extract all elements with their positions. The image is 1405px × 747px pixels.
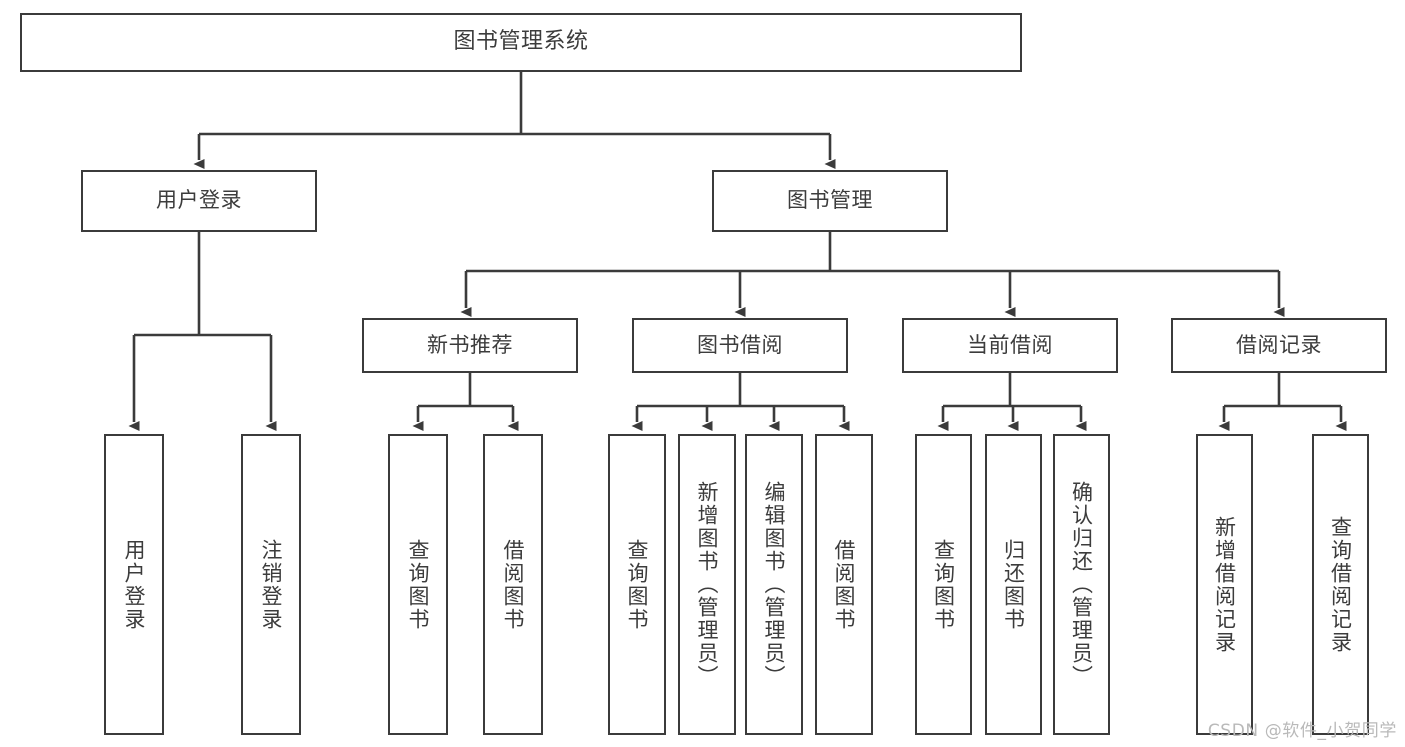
leaf-label: 编辑图书（管理员）: [762, 481, 787, 688]
leaf-label: 借阅图书: [501, 538, 526, 631]
leaf-current-return-book[interactable]: 归还图书: [985, 434, 1042, 735]
leaf-label: 归还图书: [1001, 538, 1026, 631]
leaf-records-query-record[interactable]: 查询借阅记录: [1312, 434, 1369, 735]
watermark: CSDN @软件_小贺同学: [1207, 721, 1397, 741]
node-root-system[interactable]: 图书管理系统: [20, 13, 1022, 72]
leaf-label: 新增借阅记录: [1212, 515, 1237, 654]
leaf-label: 确认归还（管理员）: [1069, 481, 1094, 688]
leaf-label: 查询图书: [625, 538, 650, 631]
leaf-current-confirm-return-admin[interactable]: 确认归还（管理员）: [1053, 434, 1110, 735]
leaf-newbook-borrow-book[interactable]: 借阅图书: [483, 434, 543, 735]
node-book-borrow[interactable]: 图书借阅: [632, 318, 848, 373]
leaf-label: 新增图书（管理员）: [695, 481, 720, 688]
node-borrow-records[interactable]: 借阅记录: [1171, 318, 1387, 373]
node-current-borrow[interactable]: 当前借阅: [902, 318, 1118, 373]
node-new-book-recommend[interactable]: 新书推荐: [362, 318, 578, 373]
leaf-borrow-edit-book-admin[interactable]: 编辑图书（管理员）: [745, 434, 803, 735]
leaf-borrow-query-book[interactable]: 查询图书: [608, 434, 666, 735]
leaf-label: 查询图书: [931, 538, 956, 631]
leaf-label: 注销登录: [259, 538, 284, 631]
node-book-management[interactable]: 图书管理: [712, 170, 948, 232]
leaf-newbook-query-book[interactable]: 查询图书: [388, 434, 448, 735]
node-user-login[interactable]: 用户登录: [81, 170, 317, 232]
leaf-label: 借阅图书: [832, 538, 857, 631]
leaf-user-login[interactable]: 用户登录: [104, 434, 164, 735]
leaf-label: 查询借阅记录: [1328, 515, 1353, 654]
leaf-current-query-book[interactable]: 查询图书: [915, 434, 972, 735]
leaf-borrow-add-book-admin[interactable]: 新增图书（管理员）: [678, 434, 736, 735]
leaf-records-add-record[interactable]: 新增借阅记录: [1196, 434, 1253, 735]
leaf-user-logout[interactable]: 注销登录: [241, 434, 301, 735]
leaf-label: 用户登录: [122, 538, 147, 631]
leaf-label: 查询图书: [406, 538, 431, 631]
leaf-borrow-borrow-book[interactable]: 借阅图书: [815, 434, 873, 735]
